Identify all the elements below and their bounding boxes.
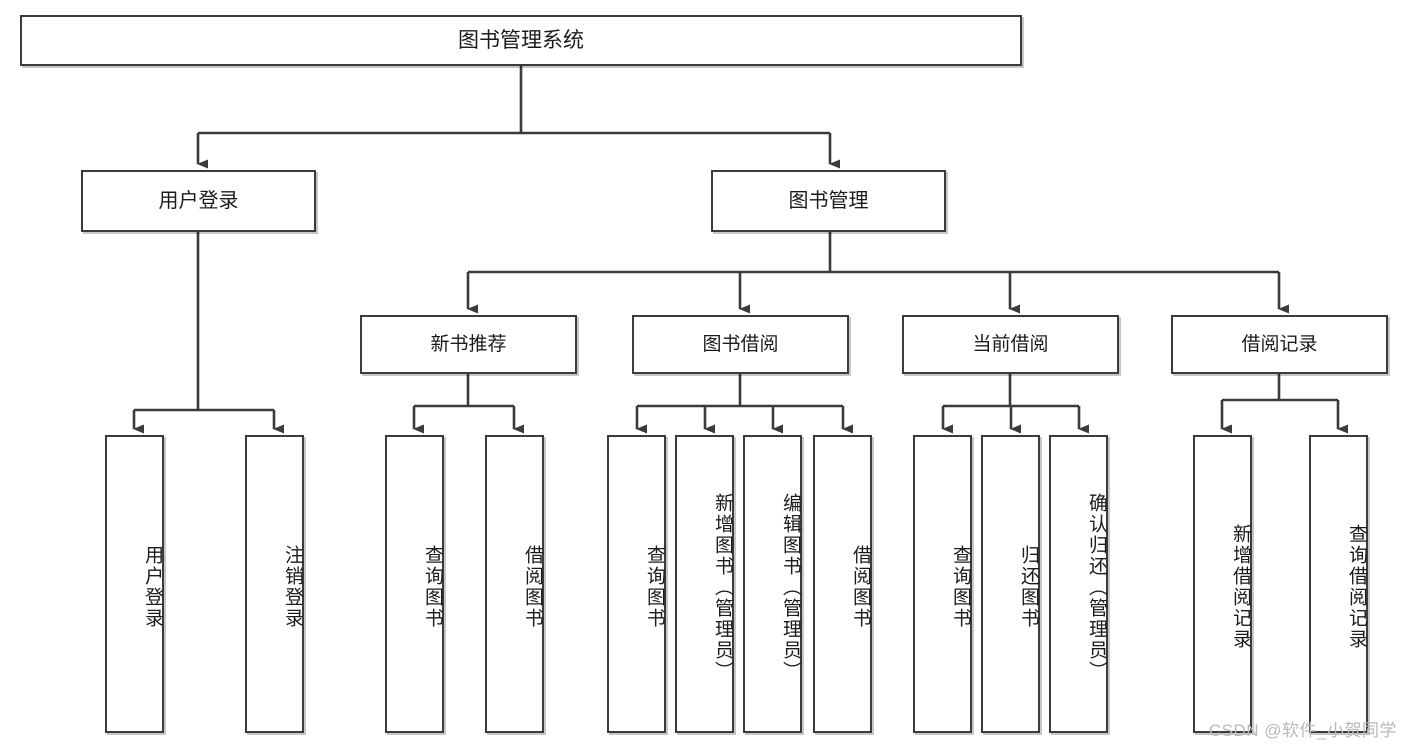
leaf-add-book-admin-label: 新增图书（管理员）	[712, 492, 733, 682]
leaf-query-book-borrow[interactable]: 查询图书	[607, 435, 666, 733]
node-book-borrow[interactable]: 图书借阅	[632, 315, 849, 374]
leaf-query-book-new-label: 查询图书	[422, 545, 443, 629]
node-current-borrow-label: 当前借阅	[972, 333, 1049, 355]
node-current-borrow[interactable]: 当前借阅	[902, 315, 1119, 374]
node-new-book-recommend-label: 新书推荐	[430, 333, 507, 355]
leaf-query-book-current[interactable]: 查询图书	[913, 435, 972, 733]
leaf-query-book-current-label: 查询图书	[950, 545, 971, 629]
leaf-user-login-label: 用户登录	[142, 545, 163, 629]
node-root[interactable]: 图书管理系统	[20, 15, 1022, 66]
node-new-book-recommend[interactable]: 新书推荐	[360, 315, 577, 374]
csdn-watermark: CSDN @软件_小贺同学	[1208, 721, 1397, 740]
node-book-borrow-label: 图书借阅	[702, 333, 779, 355]
leaf-edit-book-admin[interactable]: 编辑图书（管理员）	[743, 435, 802, 733]
leaf-return-book[interactable]: 归还图书	[981, 435, 1040, 733]
leaf-query-borrow-record-label: 查询借阅记录	[1346, 524, 1367, 650]
leaf-add-borrow-record[interactable]: 新增借阅记录	[1193, 435, 1252, 733]
node-borrow-records[interactable]: 借阅记录	[1171, 315, 1388, 374]
leaf-user-login[interactable]: 用户登录	[105, 435, 164, 733]
leaf-borrow-book-new-label: 借阅图书	[522, 545, 543, 629]
node-user-login-label: 用户登录	[158, 189, 239, 212]
leaf-logout-label: 注销登录	[282, 545, 303, 629]
node-user-login[interactable]: 用户登录	[81, 170, 316, 232]
leaf-edit-book-admin-label: 编辑图书（管理员）	[780, 492, 801, 682]
node-book-management-label: 图书管理	[788, 189, 869, 212]
leaf-query-borrow-record[interactable]: 查询借阅记录	[1309, 435, 1368, 733]
node-root-label: 图书管理系统	[458, 28, 584, 52]
leaf-return-book-label: 归还图书	[1018, 545, 1039, 629]
leaf-add-book-admin[interactable]: 新增图书（管理员）	[675, 435, 734, 733]
leaf-borrow-book-label: 借阅图书	[850, 545, 871, 629]
leaf-borrow-book[interactable]: 借阅图书	[813, 435, 872, 733]
leaf-query-book-new[interactable]: 查询图书	[385, 435, 444, 733]
node-book-management[interactable]: 图书管理	[711, 170, 946, 232]
leaf-logout[interactable]: 注销登录	[245, 435, 304, 733]
leaf-query-book-borrow-label: 查询图书	[644, 545, 665, 629]
leaf-confirm-return-admin[interactable]: 确认归还（管理员）	[1049, 435, 1108, 733]
node-borrow-records-label: 借阅记录	[1241, 333, 1318, 355]
leaf-confirm-return-admin-label: 确认归还（管理员）	[1086, 492, 1107, 682]
leaf-borrow-book-new[interactable]: 借阅图书	[485, 435, 544, 733]
leaf-add-borrow-record-label: 新增借阅记录	[1230, 524, 1251, 650]
